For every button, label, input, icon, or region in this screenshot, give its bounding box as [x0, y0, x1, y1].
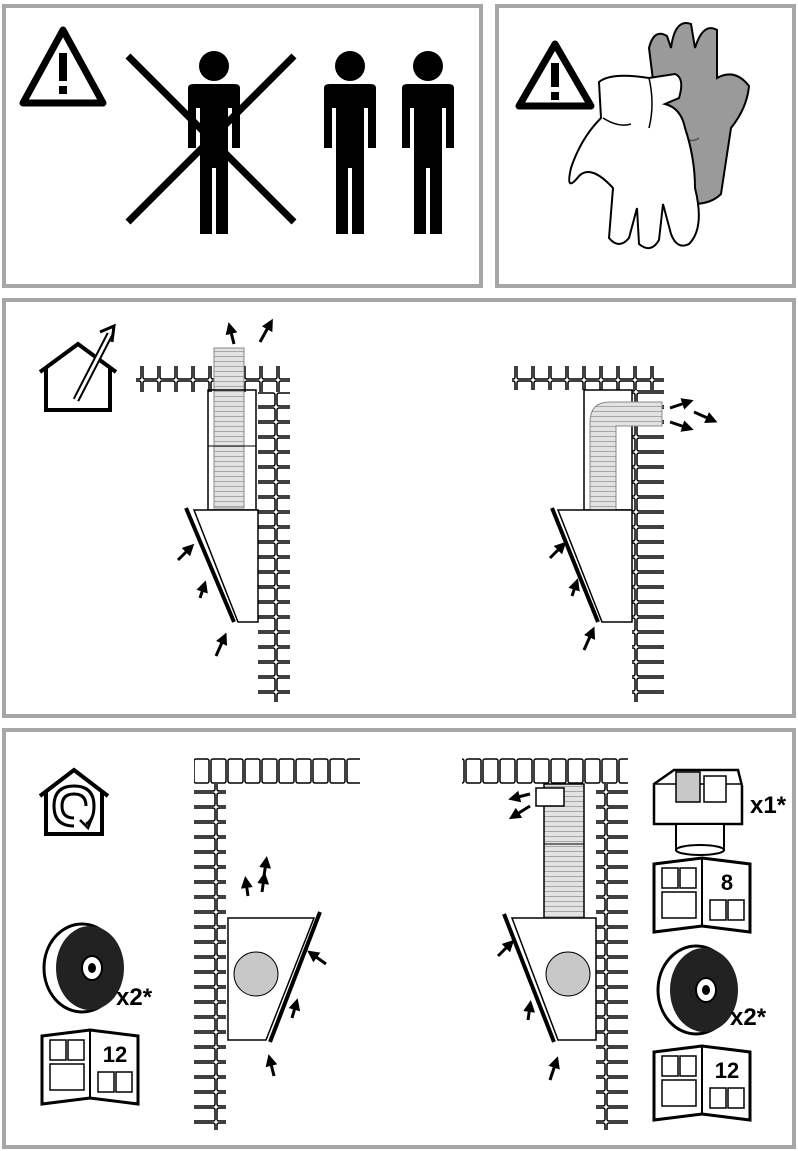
filter-quantity-left: x2* [116, 984, 153, 1011]
manual-book-icon [40, 1028, 140, 1106]
ducted-horizontal-diagram [512, 366, 718, 702]
page-reference-right: 12 [714, 1058, 740, 1083]
house-recirculation-icon [38, 767, 110, 836]
person-icon [324, 51, 376, 234]
person-crossed-icon [125, 51, 297, 234]
warning-icon [19, 26, 107, 107]
recirculation-chimney-diagram [462, 758, 628, 1130]
airflow-arrow-icon [548, 398, 718, 651]
carbon-filter-icon [656, 944, 738, 1036]
recirculation-installation-panel: x2* 12 x1* 8 x2* 12 [2, 728, 796, 1149]
motor-quantity: x1* [750, 792, 787, 819]
person-icon [402, 51, 454, 234]
airflow-arrow-icon [176, 318, 273, 657]
gloves-warning-panel [495, 4, 796, 288]
motor-unit-icon [652, 768, 744, 856]
page-reference-motor: 8 [720, 870, 734, 895]
airflow-arrow-icon [496, 790, 560, 1081]
airflow-arrow-icon [240, 856, 327, 1077]
manual-book-icon [652, 856, 752, 934]
filter-quantity-right: x2* [730, 1004, 767, 1031]
manual-book-icon [652, 1044, 752, 1122]
warning-icon [515, 40, 595, 110]
recirculation-free-diagram [194, 758, 360, 1130]
two-person-warning-panel [2, 4, 483, 288]
ducted-vertical-diagram [136, 318, 290, 702]
page-reference-left: 12 [102, 1042, 128, 1067]
carbon-filter-icon [42, 922, 124, 1014]
gloves-icon [568, 22, 751, 250]
house-ducting-icon [38, 323, 118, 412]
ducted-installation-panel [2, 298, 796, 718]
